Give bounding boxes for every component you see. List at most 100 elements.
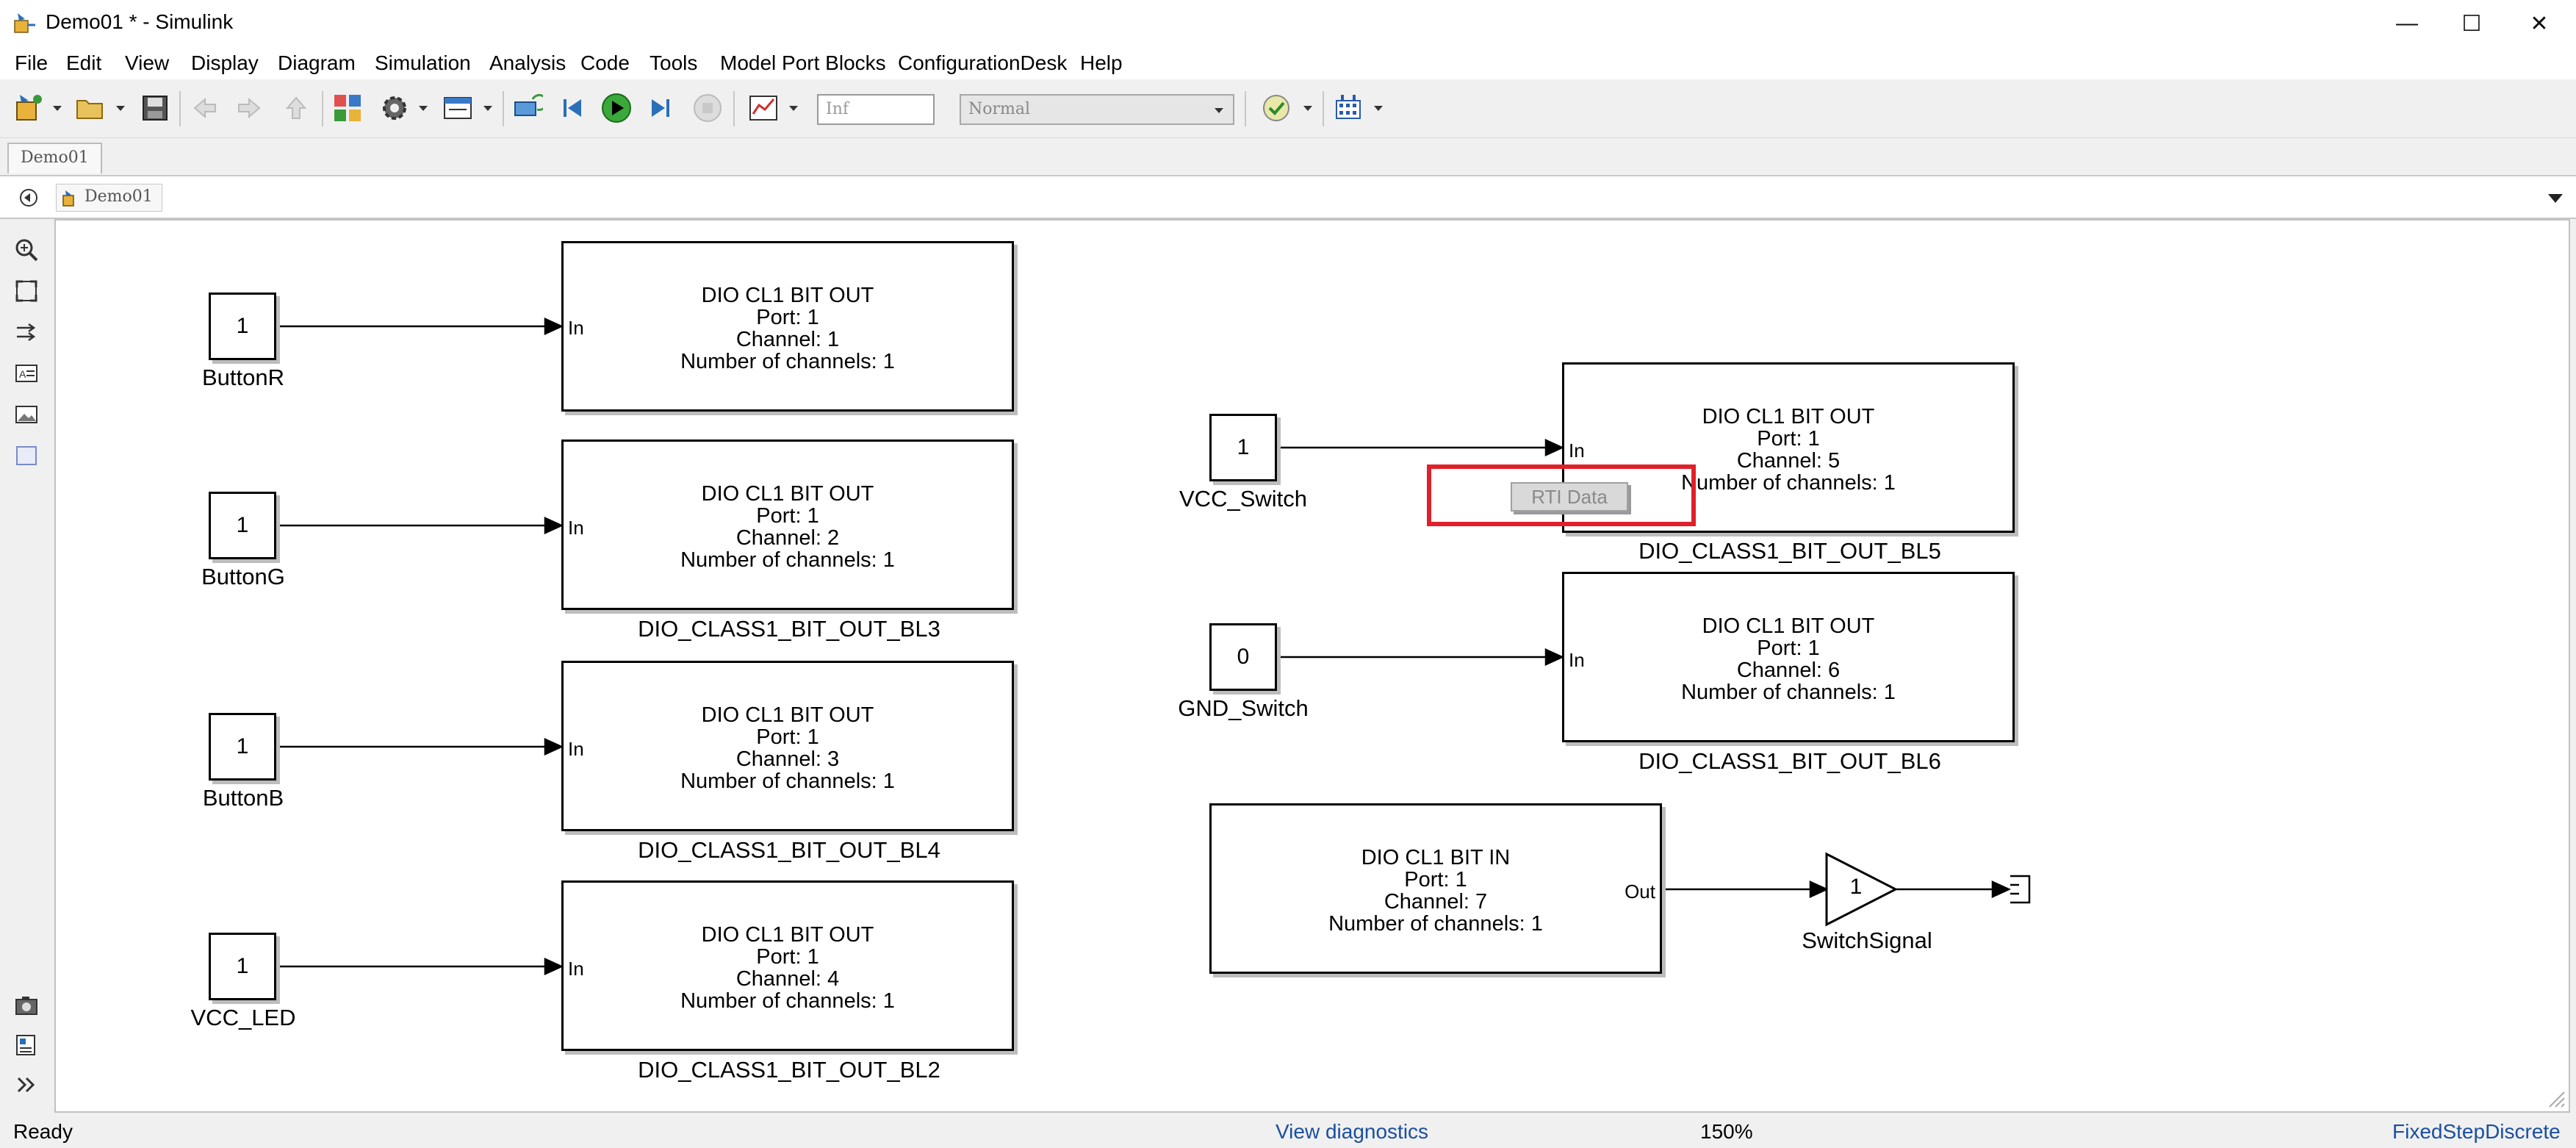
up-button[interactable] bbox=[278, 90, 314, 126]
screenshot-button[interactable] bbox=[13, 992, 40, 1019]
dio-out-block-bl5[interactable]: In DIO CL1 BIT OUT Port: 1 Channel: 5 Nu… bbox=[1562, 362, 2015, 533]
constant-block-buttonR[interactable]: 1 bbox=[209, 293, 276, 360]
dio-out-block-bl6[interactable]: In DIO CL1 BIT OUT Port: 1 Channel: 6 Nu… bbox=[1562, 572, 2015, 742]
block-name-bl3[interactable]: DIO_CLASS1_BIT_OUT_BL3 bbox=[638, 616, 940, 642]
block-name-vcc-switch[interactable]: VCC_Switch bbox=[1179, 486, 1307, 512]
simulation-mode-select[interactable]: Normal bbox=[960, 94, 1234, 125]
fit-to-view-button[interactable] bbox=[13, 278, 40, 304]
fit-to-view-icon bbox=[15, 280, 37, 302]
block-name-buttonG[interactable]: ButtonG bbox=[201, 564, 285, 589]
block-port: Port: 1 bbox=[756, 945, 819, 969]
property-inspector-button[interactable] bbox=[13, 1032, 40, 1058]
block-port: Port: 1 bbox=[756, 725, 819, 749]
constant-block-buttonB[interactable]: 1 bbox=[209, 713, 276, 781]
block-channel: Channel: 1 bbox=[735, 328, 840, 351]
view-diagnostics-link[interactable]: View diagnostics bbox=[1276, 1120, 1429, 1143]
library-browser-button[interactable] bbox=[329, 90, 366, 126]
constant-block-vcc-switch[interactable]: 1 bbox=[1209, 414, 1277, 481]
dio-in-block[interactable]: Out DIO CL1 BIT IN Port: 1 Channel: 7 Nu… bbox=[1209, 803, 1662, 974]
rti-data-block[interactable]: RTI Data bbox=[1511, 482, 1628, 512]
update-diagram-icon bbox=[514, 93, 543, 116]
inspector-dropdown-button[interactable] bbox=[785, 90, 802, 126]
constant-block-gnd-switch[interactable]: 0 bbox=[1209, 623, 1277, 691]
menu-model-port-blocks[interactable]: Model Port Blocks bbox=[720, 51, 886, 74]
model-advisor-button[interactable] bbox=[1258, 90, 1295, 126]
minimize-button[interactable]: — bbox=[2373, 3, 2441, 44]
terminator-icon[interactable] bbox=[2010, 875, 2031, 904]
dio-out-block-bl4[interactable]: In DIO CL1 BIT OUT Port: 1 Channel: 3 Nu… bbox=[561, 661, 1014, 831]
block-channel: Channel: 5 bbox=[1736, 449, 1841, 473]
back-button[interactable] bbox=[187, 90, 223, 126]
block-name-bl6[interactable]: DIO_CLASS1_BIT_OUT_BL6 bbox=[1638, 748, 1941, 774]
hide-model-browser-icon[interactable] bbox=[18, 187, 40, 209]
forward-button[interactable] bbox=[231, 90, 267, 126]
new-dropdown-button[interactable] bbox=[48, 90, 66, 126]
block-name-gnd-switch[interactable]: GND_Switch bbox=[1178, 695, 1309, 721]
gain-block-shape[interactable] bbox=[1825, 852, 1899, 927]
dio-out-block-bl2[interactable]: In DIO CL1 BIT OUT Port: 1 Channel: 4 Nu… bbox=[561, 880, 1014, 1051]
menu-file[interactable]: File bbox=[15, 51, 48, 74]
menu-tools[interactable]: Tools bbox=[650, 51, 698, 74]
menu-simulation[interactable]: Simulation bbox=[375, 51, 471, 74]
window-title: Demo01 * - Simulink bbox=[46, 10, 234, 33]
menu-diagram[interactable]: Diagram bbox=[278, 51, 356, 74]
settings-dropdown-button[interactable] bbox=[414, 90, 432, 126]
annotation-button[interactable]: A bbox=[13, 360, 40, 387]
run-button[interactable] bbox=[598, 90, 635, 126]
breadcrumb[interactable]: Demo01 bbox=[56, 184, 162, 212]
area-button[interactable] bbox=[13, 442, 40, 469]
menu-code[interactable]: Code bbox=[580, 51, 630, 74]
menu-edit[interactable]: Edit bbox=[66, 51, 102, 74]
tab-demo01[interactable]: Demo01 bbox=[7, 143, 102, 173]
menu-analysis[interactable]: Analysis bbox=[489, 51, 566, 74]
block-name-vcc-led[interactable]: VCC_LED bbox=[190, 1005, 296, 1030]
advisor-dropdown-button[interactable] bbox=[1299, 90, 1317, 126]
block-name-buttonB[interactable]: ButtonB bbox=[202, 785, 284, 811]
block-name-buttonR[interactable]: ButtonR bbox=[201, 365, 284, 390]
simulation-data-inspector-button[interactable] bbox=[744, 90, 783, 126]
update-diagram-button[interactable] bbox=[507, 90, 547, 126]
menu-help[interactable]: Help bbox=[1080, 51, 1123, 74]
zoom-button[interactable] bbox=[13, 237, 40, 263]
menu-view[interactable]: View bbox=[125, 51, 170, 74]
build-model-button[interactable] bbox=[1328, 90, 1368, 126]
solver-link[interactable]: FixedStepDiscrete bbox=[2392, 1120, 2561, 1143]
model-explorer-button[interactable] bbox=[438, 90, 478, 126]
in-port-label: In bbox=[1569, 440, 1585, 462]
hide-arrows-button[interactable] bbox=[13, 319, 40, 345]
model-settings-button[interactable] bbox=[376, 90, 413, 126]
arrowhead-icon bbox=[1544, 439, 1565, 456]
open-dropdown-button[interactable] bbox=[112, 90, 129, 126]
dio-out-block-bl1[interactable]: In DIO CL1 BIT OUT Port: 1 Channel: 1 Nu… bbox=[561, 241, 1014, 412]
menu-configurationdesk[interactable]: ConfigurationDesk bbox=[898, 51, 1068, 74]
explorer-dropdown-button[interactable] bbox=[479, 90, 497, 126]
block-name-bl5[interactable]: DIO_CLASS1_BIT_OUT_BL5 bbox=[1638, 538, 1941, 564]
maximize-button[interactable]: ☐ bbox=[2438, 3, 2505, 44]
chevron-down-icon[interactable] bbox=[2547, 191, 2564, 206]
open-button[interactable] bbox=[71, 90, 110, 126]
block-channel: Channel: 3 bbox=[735, 747, 840, 771]
constant-block-vcc-led[interactable]: 1 bbox=[209, 933, 276, 1000]
block-name-bl2[interactable]: DIO_CLASS1_BIT_OUT_BL2 bbox=[638, 1057, 940, 1083]
model-canvas[interactable]: 1 ButtonR 1 ButtonG 1 ButtonB 1 VCC_LED … bbox=[54, 219, 2570, 1113]
resize-grip-icon[interactable] bbox=[2544, 1086, 2566, 1108]
step-back-button[interactable] bbox=[554, 90, 591, 126]
toolbar-separator bbox=[503, 91, 504, 126]
block-name-bl4[interactable]: DIO_CLASS1_BIT_OUT_BL4 bbox=[638, 837, 940, 863]
close-icon: ✕ bbox=[2530, 11, 2549, 36]
dio-out-block-bl3[interactable]: In DIO CL1 BIT OUT Port: 1 Channel: 2 Nu… bbox=[561, 440, 1014, 610]
image-button[interactable] bbox=[13, 401, 40, 428]
block-name-switch-signal[interactable]: SwitchSignal bbox=[1802, 928, 1932, 953]
expand-palette-button[interactable] bbox=[13, 1072, 40, 1098]
stop-time-input[interactable]: Inf bbox=[817, 94, 935, 125]
step-forward-button[interactable] bbox=[642, 90, 679, 126]
new-model-button[interactable] bbox=[10, 90, 47, 126]
close-button[interactable]: ✕ bbox=[2505, 3, 2573, 44]
save-button[interactable] bbox=[137, 90, 173, 126]
breadcrumb-model-name: Demo01 bbox=[84, 187, 153, 206]
status-bar: Ready View diagnostics 150% FixedStepDis… bbox=[0, 1114, 2576, 1148]
constant-block-buttonG[interactable]: 1 bbox=[209, 492, 276, 559]
menu-display[interactable]: Display bbox=[191, 51, 259, 74]
build-dropdown-button[interactable] bbox=[1370, 90, 1387, 126]
stop-button[interactable] bbox=[689, 90, 726, 126]
